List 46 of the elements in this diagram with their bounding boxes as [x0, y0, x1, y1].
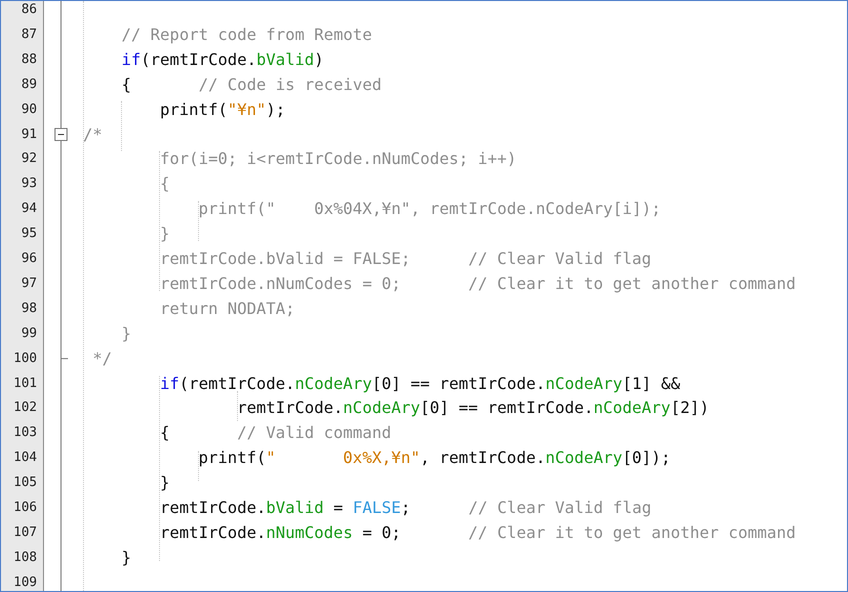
line-number: 98 — [20, 300, 37, 318]
code-line: remtIrCode.nNumCodes = 0; // Clear it to get another command — [160, 274, 796, 294]
line-number: 96 — [20, 250, 37, 268]
line-number: 90 — [20, 100, 37, 119]
line-number: 89 — [20, 76, 37, 94]
line-number: 87 — [20, 26, 37, 44]
line-number: 94 — [20, 200, 37, 218]
code-line: { // Valid command — [160, 423, 392, 444]
code-line: return NODATA; — [160, 298, 295, 319]
code-line: printf(" 0x%X,¥n", remtIrCode.nCodeAry[0]); — [198, 448, 671, 468]
code-line: remtIrCode.nNumCodes = 0; // Clear it to get another command — [160, 522, 796, 543]
line-number: 88 — [20, 50, 37, 69]
code-line: remtIrCode.nCodeAry[0] == remtIrCode.nCodeAry[2]) — [237, 398, 710, 418]
code-line: { — [160, 174, 170, 194]
line-number: 97 — [20, 274, 37, 293]
code-line: if(remtIrCode.bValid) — [122, 50, 324, 70]
line-number: 105 — [12, 474, 37, 492]
code-line: printf(" 0x%04X,¥n", remtIrCode.nCodeAry[i]); — [198, 199, 661, 220]
line-number: 103 — [12, 424, 37, 442]
code-line: if(remtIrCode.nCodeAry[0] == remtIrCode.nCodeAry[1] && — [160, 374, 680, 394]
code-line: printf("¥n"); — [160, 100, 286, 120]
line-number: 109 — [12, 574, 37, 591]
code-line: */ — [92, 348, 112, 369]
code-line: remtIrCode.bValid = FALSE; // Clear Valid flag — [160, 249, 652, 269]
line-number: 91 — [20, 126, 37, 144]
line-number: 86 — [20, 1, 37, 19]
line-number: 99 — [20, 324, 37, 343]
code-line: /* — [83, 124, 102, 144]
line-number: 102 — [12, 399, 37, 418]
line-number: 106 — [12, 499, 37, 517]
line-number: 101 — [12, 374, 37, 392]
line-number: 93 — [20, 175, 37, 194]
line-number: 108 — [12, 548, 37, 567]
line-number: 92 — [20, 150, 37, 168]
code-line: { // Code is received — [122, 74, 382, 95]
code-line: } — [160, 473, 170, 494]
code-line: remtIrCode.bValid = FALSE; // Clear Valid flag — [160, 498, 652, 518]
code-line: } — [122, 324, 132, 344]
code-line: // Report code from Remote — [122, 24, 372, 45]
line-number: 95 — [20, 225, 37, 244]
line-number: 107 — [12, 524, 37, 542]
code-line: } — [160, 224, 170, 244]
code-line: for(i=0; i<remtIrCode.nNumCodes; i++) — [160, 149, 516, 170]
line-number: 100 — [12, 350, 37, 368]
code-line: } — [122, 548, 132, 568]
line-number: 104 — [12, 449, 37, 468]
